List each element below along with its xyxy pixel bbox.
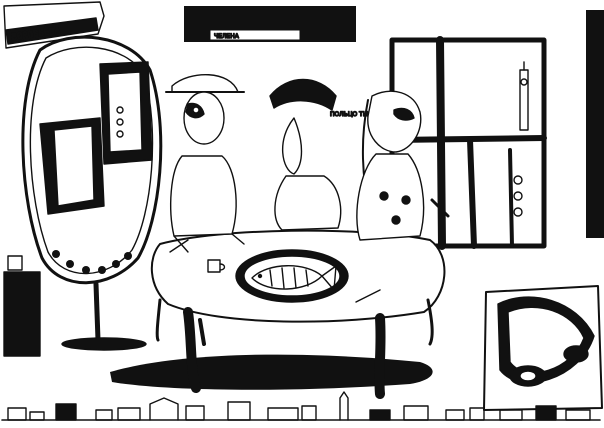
fish-picture [483,285,603,411]
oval-mirror [21,35,163,351]
top-banner: ЧЕЛЕНА [184,6,356,42]
town-skyline [1,391,601,421]
left-shelf [3,255,41,357]
table [150,229,446,399]
banner-text: ЧЕЛЕНА [214,33,240,40]
right-edge-panel [586,10,604,238]
figure-left [165,74,245,346]
hat-band-text: ПОЛЬЦО ТЫ [330,111,368,118]
figure-right [356,90,450,241]
corner-signature-plate: ВОРОБЬЁВА [3,1,105,49]
figure-center: ПОЛЬЦО ТЫ [269,78,369,231]
